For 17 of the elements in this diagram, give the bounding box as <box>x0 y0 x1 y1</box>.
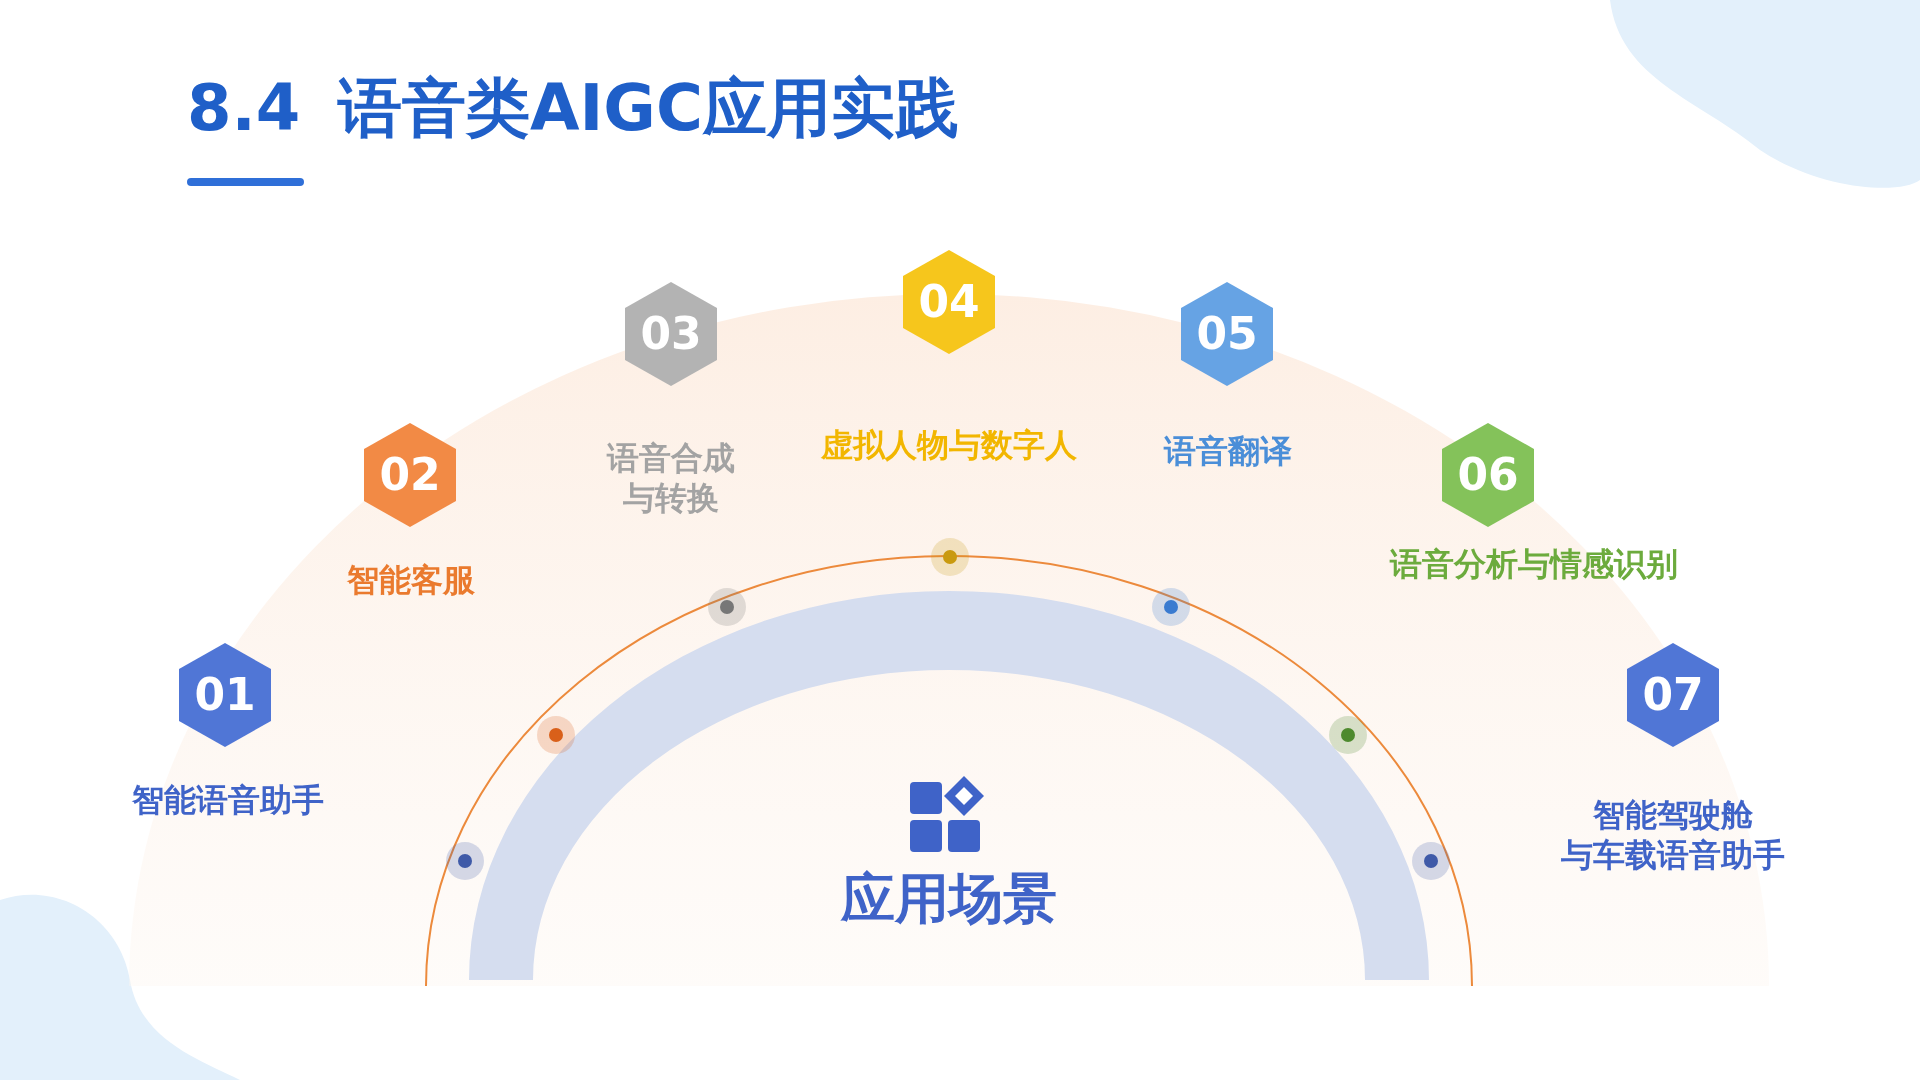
scenario-label: 智能语音助手 <box>132 780 324 820</box>
scenario-label: 语音翻译 <box>1164 431 1292 471</box>
hexagon-badge: 03 <box>625 282 717 386</box>
title: 语音类AIGC应用实践 <box>338 76 959 140</box>
scenario-label: 语音合成与转换 <box>607 438 735 518</box>
hexagon-badge: 04 <box>903 250 995 354</box>
hexagon-badge: 05 <box>1181 282 1273 386</box>
hexagon-badge: 01 <box>179 643 271 747</box>
hexagon-badge: 02 <box>364 423 456 527</box>
hexagon-badge: 07 <box>1627 643 1719 747</box>
hexagon-badge: 06 <box>1442 423 1534 527</box>
section-number: 8.4 <box>187 76 301 140</box>
scenario-label: 智能驾驶舱与车载语音助手 <box>1561 795 1785 875</box>
center-label: 应用场景 <box>841 872 1057 926</box>
scenario-label: 虚拟人物与数字人 <box>821 425 1077 465</box>
scenario-label: 智能客服 <box>347 560 475 600</box>
scenario-label: 语音分析与情感识别 <box>1390 544 1678 584</box>
